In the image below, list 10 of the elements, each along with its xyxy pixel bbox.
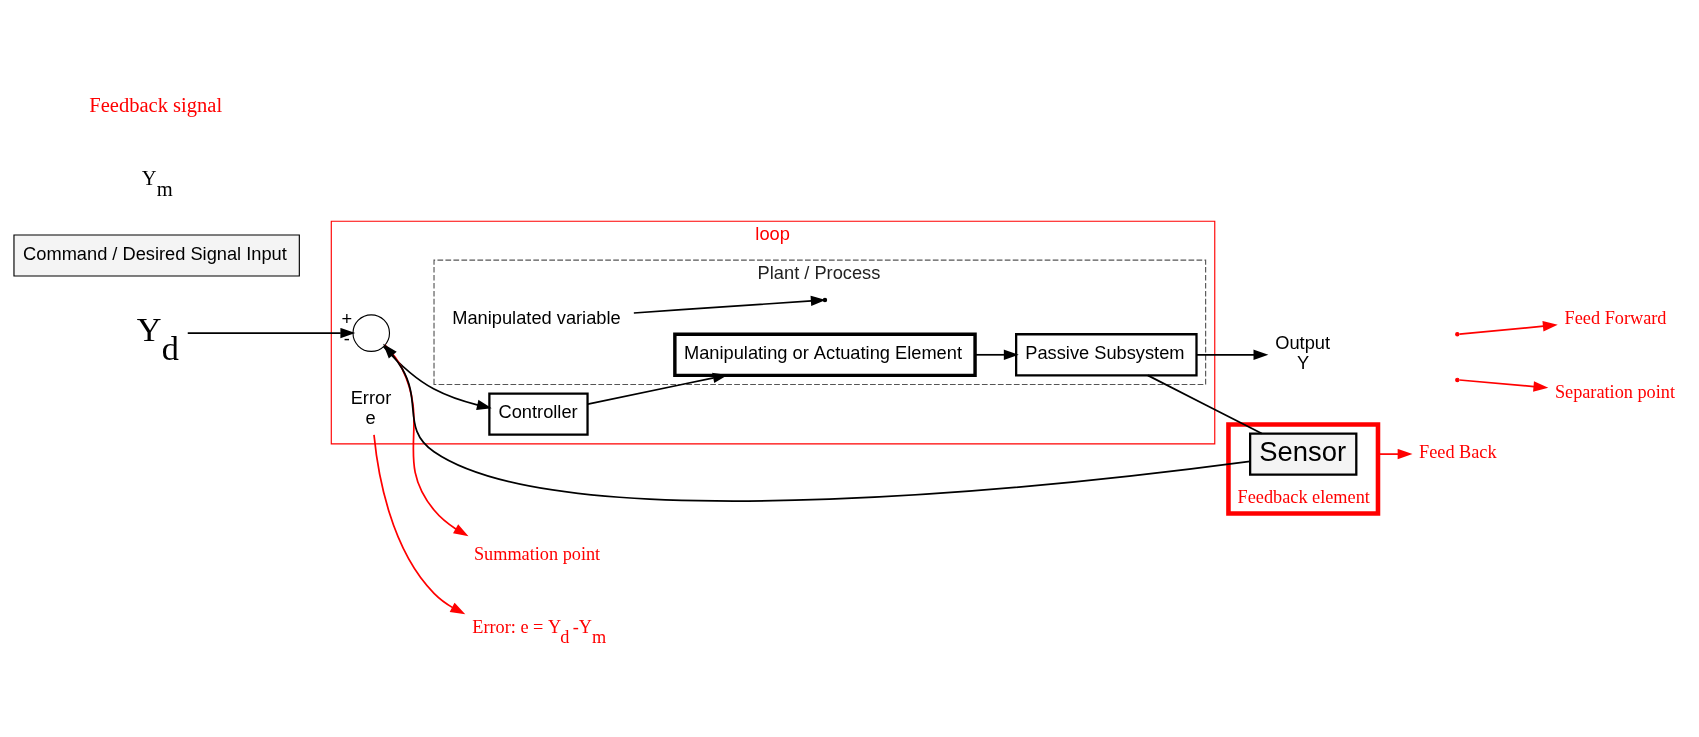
node-text: Output Y (1275, 331, 1331, 374)
node-text: Feed Forward (1564, 307, 1667, 328)
node-text: Separation point (1554, 381, 1676, 402)
node-text: Feed Back (1419, 442, 1497, 463)
node-label: + (341, 307, 353, 329)
node-text: Error e (350, 386, 392, 429)
node-label: - (343, 328, 350, 350)
node-text: Manipulated variable (452, 306, 621, 328)
label: Feedback signal (89, 94, 223, 117)
node-text: Summation point (473, 544, 601, 565)
